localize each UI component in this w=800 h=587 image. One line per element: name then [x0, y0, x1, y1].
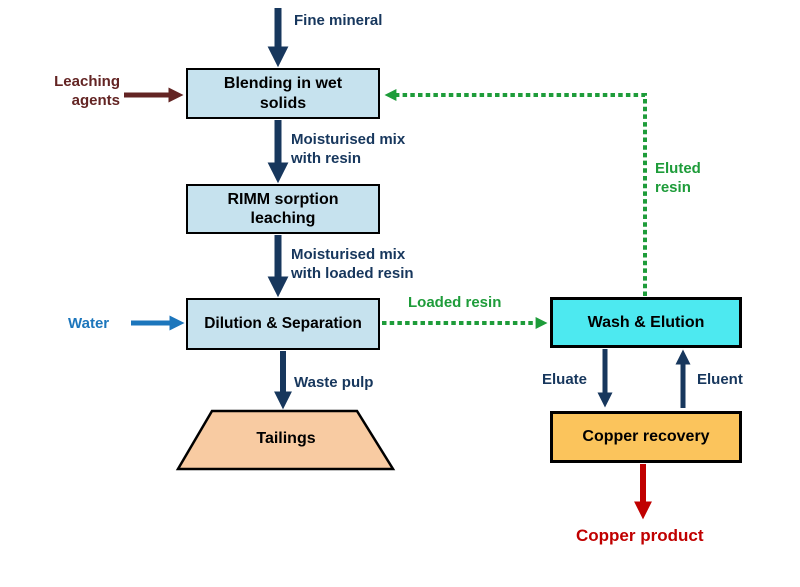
node-dilution-separation: Dilution & Separation [186, 298, 380, 350]
label-leaching-agents: Leaching agents [54, 73, 120, 110]
label-copper-product: Copper product [576, 526, 704, 545]
label-eluate: Eluate [542, 371, 588, 388]
label-water: Water [68, 315, 110, 332]
node-tailings-shape [175, 409, 396, 471]
arrow-eluted-resin-return [384, 89, 647, 296]
label-eluted-resin: Eluted resin [655, 160, 701, 197]
node-rimm-sorption-leaching: RIMM sorption leaching [186, 184, 380, 234]
label-moisturised-mix-with-resin: Moisturised mix with resin [291, 131, 406, 168]
label-loaded-resin: Loaded resin [408, 294, 502, 311]
node-wash-elution: Wash & Elution [550, 297, 742, 348]
node-blending-in-wet-solids: Blending in wet solids [186, 68, 380, 119]
label-waste-pulp: Waste pulp [294, 374, 374, 391]
node-tailings-label: Tailings [256, 430, 316, 447]
label-eluent: Eluent [697, 371, 743, 388]
label-fine-mineral: Fine mineral [294, 12, 383, 29]
label-moisturised-mix-with-loaded-resin: Moisturised mix with loaded resin [291, 246, 414, 283]
node-copper-recovery: Copper recovery [550, 411, 742, 463]
